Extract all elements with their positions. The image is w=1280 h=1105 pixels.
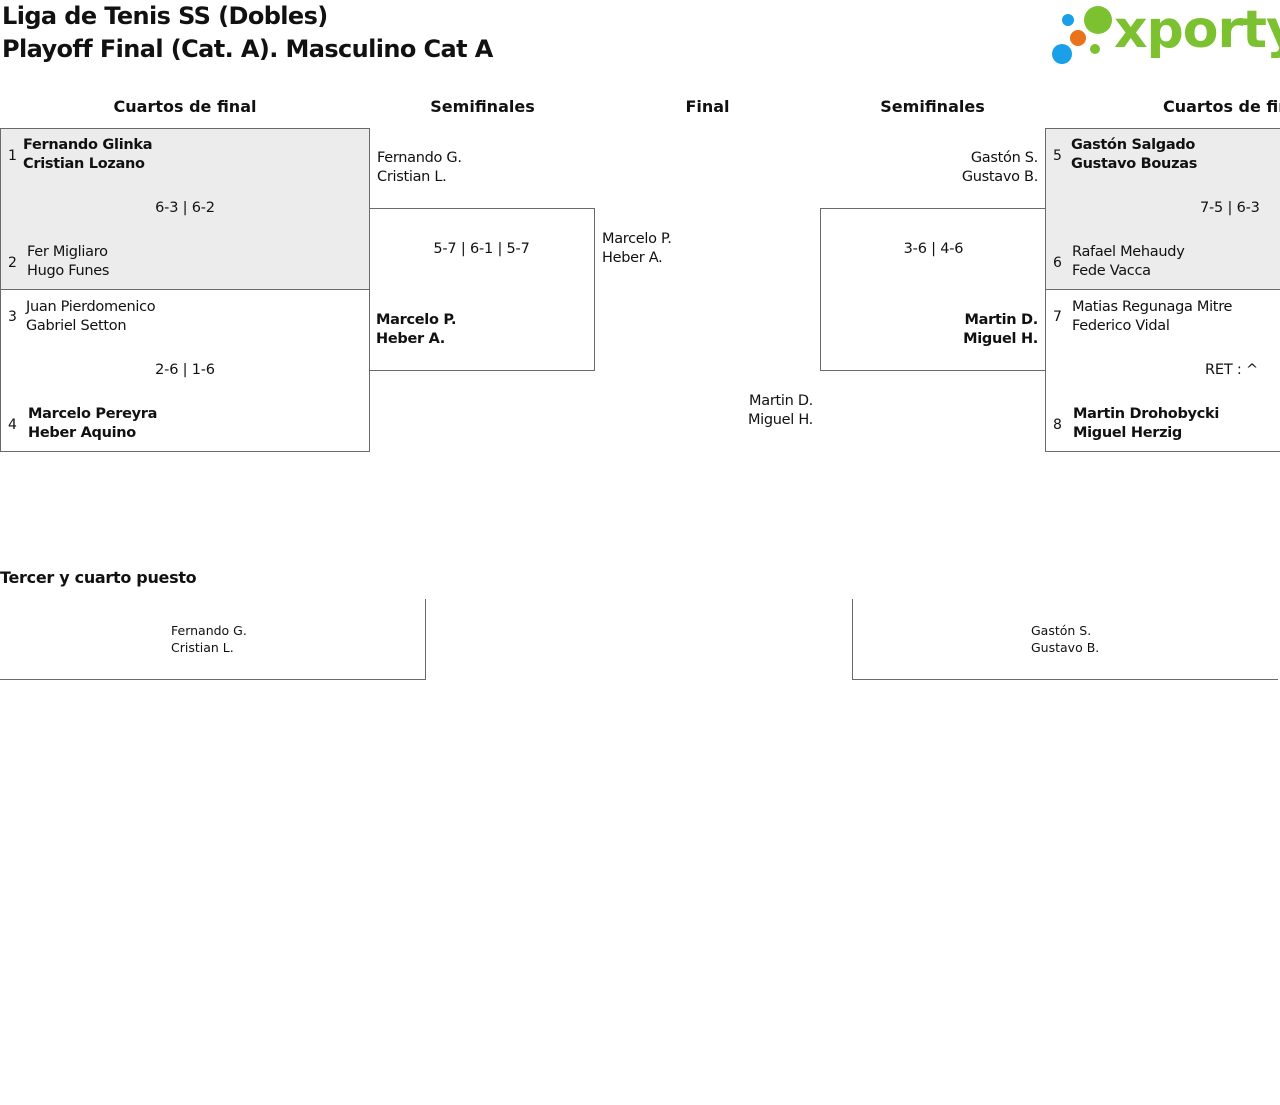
logo-text: xporty <box>1114 0 1280 60</box>
seed-number: 4 <box>8 417 17 433</box>
sf-left-team-bottom[interactable]: Marcelo P. Heber A. <box>376 311 457 349</box>
player-name: Heber A. <box>376 331 445 347</box>
logo-dot-blue-bottom <box>1052 44 1072 64</box>
round-heading-qf-right: Cuartos de final <box>1163 97 1280 116</box>
player-name: Marcelo Pereyra <box>28 406 158 422</box>
seed-number: 7 <box>1053 309 1062 325</box>
round-heading-qf-left: Cuartos de final <box>113 97 257 116</box>
player-name: Gustavo B. <box>1031 640 1100 655</box>
match-score: 3-6 | 4-6 <box>903 241 964 257</box>
seed-number: 6 <box>1053 255 1062 271</box>
sf-right-team-bottom[interactable]: Martin D. Miguel H. <box>963 311 1038 349</box>
player-name: Miguel Herzig <box>1073 425 1182 441</box>
sf-left-team-top[interactable]: Fernando G. Cristian L. <box>377 149 462 187</box>
divider <box>0 679 426 680</box>
divider <box>425 599 426 680</box>
page-title: Liga de Tenis SS (Dobles) <box>2 2 328 30</box>
sf-match-right[interactable]: 3-6 | 4-6 Martin D. Miguel H. <box>820 208 1046 371</box>
divider <box>852 679 1278 680</box>
match-score: 5-7 | 6-1 | 5-7 <box>433 241 530 257</box>
player-name: Cristian Lozano <box>23 156 145 172</box>
player-name: Juan Pierdomenico <box>26 299 156 315</box>
match-score: 6-3 | 6-2 <box>155 200 215 216</box>
page-subtitle: Playoff Final (Cat. A). Masculino Cat A <box>2 35 493 63</box>
player-name: Gastón S. <box>1031 623 1092 638</box>
player-name: Miguel H. <box>747 412 813 428</box>
player-name: Martin D. <box>964 312 1039 328</box>
team-bottom[interactable]: Martin Drohobycki Miguel Herzig <box>1073 405 1219 443</box>
player-name: Gastón Salgado <box>1071 137 1196 153</box>
team-bottom[interactable]: Marcelo Pereyra Heber Aquino <box>28 405 157 443</box>
seed-number: 8 <box>1053 417 1062 433</box>
team-bottom[interactable]: Fer Migliaro Hugo Funes <box>27 243 109 281</box>
sf-match-left[interactable]: 5-7 | 6-1 | 5-7 Marcelo P. Heber A. <box>369 208 595 371</box>
player-name: Fernando Glinka <box>23 137 153 153</box>
qf-match-3[interactable]: 5 Gastón Salgado Gustavo Bouzas 7-5 | 6-… <box>1045 128 1280 290</box>
player-name: Heber Aquino <box>28 425 136 441</box>
player-name: Heber A. <box>602 250 663 266</box>
player-name: Gabriel Setton <box>26 318 127 334</box>
seed-number: 3 <box>8 309 17 325</box>
player-name: Matias Regunaga Mitre <box>1072 299 1233 315</box>
qf-match-2[interactable]: 3 Juan Pierdomenico Gabriel Setton 2-6 |… <box>0 289 370 452</box>
seed-number: 2 <box>8 255 17 271</box>
team-top[interactable]: Fernando Glinka Cristian Lozano <box>23 136 153 174</box>
player-name: Gustavo B. <box>961 169 1038 185</box>
player-name: Federico Vidal <box>1072 318 1170 334</box>
player-name: Fernando G. <box>377 150 462 166</box>
player-name: Gustavo Bouzas <box>1071 156 1198 172</box>
match-score: 7-5 | 6-3 <box>1200 200 1260 216</box>
qf-match-4[interactable]: 7 Matias Regunaga Mitre Federico Vidal R… <box>1045 289 1280 452</box>
round-heading-sf-left: Semifinales <box>430 97 535 116</box>
team-bottom[interactable]: Rafael Mehaudy Fede Vacca <box>1072 243 1185 281</box>
player-name: Rafael Mehaudy <box>1072 244 1185 260</box>
match-score: RET : ^ <box>1205 362 1258 378</box>
player-name: Miguel H. <box>963 331 1038 347</box>
logo-dot-blue-top <box>1062 14 1074 26</box>
xporty-logo[interactable]: xporty <box>1052 0 1280 66</box>
player-name: Gastón S. <box>970 150 1038 166</box>
player-name: Hugo Funes <box>27 263 110 279</box>
qf-match-1[interactable]: 1 Fernando Glinka Cristian Lozano 6-3 | … <box>0 128 370 290</box>
logo-dot-orange <box>1070 30 1086 46</box>
round-heading-sf-right: Semifinales <box>880 97 985 116</box>
player-name: Fernando G. <box>171 623 247 638</box>
third-place-team-left[interactable]: Fernando G. Cristian L. <box>171 622 247 656</box>
seed-number: 1 <box>8 148 17 164</box>
logo-dot-green-small <box>1090 44 1100 54</box>
divider <box>852 599 853 680</box>
team-top[interactable]: Matias Regunaga Mitre Federico Vidal <box>1072 298 1232 336</box>
seed-number: 5 <box>1053 148 1062 164</box>
final-team-left[interactable]: Marcelo P. Heber A. <box>602 230 672 268</box>
third-place-team-right[interactable]: Gastón S. Gustavo B. <box>1031 622 1099 656</box>
third-place-heading: Tercer y cuarto puesto <box>0 568 197 587</box>
player-name: Fer Migliaro <box>27 244 108 260</box>
player-name: Martin D. <box>749 393 813 409</box>
player-name: Martin Drohobycki <box>1073 406 1220 422</box>
player-name: Marcelo P. <box>376 312 457 328</box>
final-team-right[interactable]: Martin D. Miguel H. <box>748 392 813 430</box>
match-score: 2-6 | 1-6 <box>155 362 215 378</box>
player-name: Fede Vacca <box>1072 263 1151 279</box>
round-heading-final: Final <box>685 97 730 116</box>
team-top[interactable]: Juan Pierdomenico Gabriel Setton <box>26 298 156 336</box>
sf-right-team-top[interactable]: Gastón S. Gustavo B. <box>962 149 1038 187</box>
player-name: Cristian L. <box>377 169 447 185</box>
player-name: Cristian L. <box>171 640 234 655</box>
player-name: Marcelo P. <box>602 231 672 247</box>
team-top[interactable]: Gastón Salgado Gustavo Bouzas <box>1071 136 1197 174</box>
logo-dot-green <box>1084 6 1112 34</box>
